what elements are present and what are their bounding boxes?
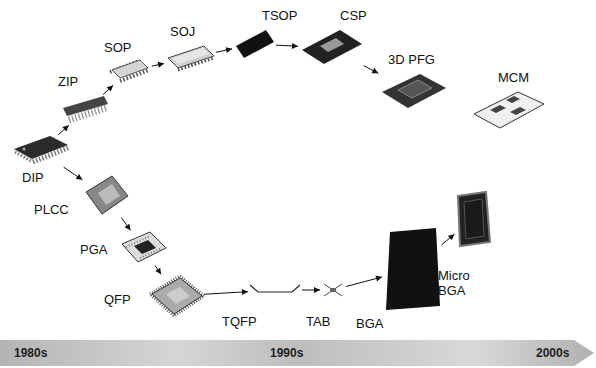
- package-label: QFP: [104, 292, 131, 307]
- evolution-arrow: [103, 85, 113, 94]
- package-node: ZIP: [62, 96, 110, 124]
- package-label: TSOP: [262, 8, 297, 23]
- csp-package: [302, 30, 362, 64]
- evolution-arrow: [204, 289, 248, 295]
- evolution-arrow: [302, 287, 320, 293]
- dip-package: [14, 136, 68, 162]
- package-label: SOJ: [170, 24, 195, 39]
- package-node: PLCC: [84, 176, 128, 216]
- evolution-arrow: [155, 266, 161, 275]
- package-label: DIP: [22, 170, 44, 185]
- bga-package: [386, 228, 440, 310]
- package-label: Micro BGA: [438, 268, 484, 298]
- decade-label: 1990s: [270, 346, 303, 360]
- evolution-arrow: [152, 62, 164, 68]
- mcm-module: [474, 92, 544, 128]
- package-label: PGA: [80, 242, 107, 257]
- qfp-package: [150, 276, 204, 316]
- sop-package: [110, 60, 149, 81]
- micro-bga-package: [458, 192, 490, 246]
- evolution-arrow: [346, 276, 382, 287]
- package-node: SOJ: [166, 44, 214, 72]
- timeline-band: 1980s 1990s 2000s: [0, 340, 596, 366]
- package-node: QFP: [150, 276, 202, 316]
- evolution-arrow: [216, 47, 232, 53]
- package-label: BGA: [356, 316, 383, 331]
- package-node: 3D PFG: [380, 74, 446, 110]
- evolution-arrow: [64, 167, 83, 180]
- tab-package: [324, 284, 342, 296]
- tqfp-package: [250, 285, 300, 292]
- package-label: TQFP: [222, 314, 257, 329]
- evolution-arrow: [442, 234, 455, 245]
- package-node: Micro BGA: [456, 192, 490, 246]
- soj-package: [168, 46, 214, 70]
- package-node: SOP: [108, 58, 150, 84]
- package-node: BGA: [384, 228, 440, 310]
- package-label: CSP: [340, 8, 367, 23]
- decade-label: 2000s: [536, 346, 569, 360]
- evolution-arrow: [364, 66, 378, 74]
- evolution-arrow: [58, 125, 68, 134]
- decade-label: 1980s: [14, 346, 47, 360]
- zip-package: [63, 96, 108, 120]
- pga-package: [122, 232, 166, 262]
- package-node: PGA: [118, 232, 168, 264]
- package-node: TSOP: [234, 30, 274, 58]
- tsop-package: [236, 30, 274, 58]
- package-label: TAB: [306, 314, 330, 329]
- package-label: MCM: [498, 70, 529, 85]
- package-node: CSP: [300, 30, 362, 66]
- package-label: ZIP: [58, 74, 78, 89]
- evolution-arrow: [276, 43, 298, 49]
- package-node: MCM: [472, 92, 544, 130]
- package-label: PLCC: [34, 202, 69, 217]
- package-node: TQFP: [250, 284, 300, 296]
- plcc-package: [86, 176, 128, 214]
- evolution-arrow: [121, 218, 130, 231]
- package-label: 3D PFG: [388, 52, 435, 67]
- package-node: DIP: [12, 136, 68, 166]
- package-node: TAB: [322, 282, 344, 298]
- 3d-pfg-package: [382, 74, 446, 108]
- package-label: SOP: [104, 40, 131, 55]
